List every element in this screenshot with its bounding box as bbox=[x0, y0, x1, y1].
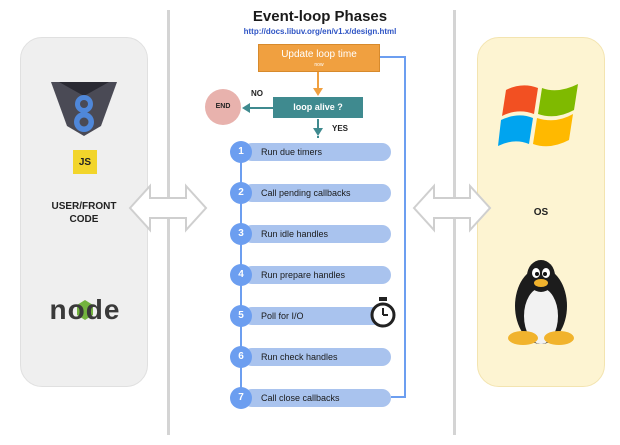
nodejs-logo-text: node bbox=[49, 294, 121, 325]
right-divider bbox=[453, 10, 456, 435]
phase-1-number: 1 bbox=[230, 141, 252, 163]
os-label: OS bbox=[533, 207, 549, 218]
no-label: NO bbox=[251, 89, 263, 98]
phase-connector bbox=[240, 160, 242, 184]
end-circle: END bbox=[205, 89, 241, 125]
phase-4-number: 4 bbox=[230, 264, 252, 286]
phase-1-bar: Run due timers bbox=[243, 143, 391, 161]
nodejs-logo-icon: node bbox=[31, 294, 139, 328]
phase-7-number: 7 bbox=[230, 387, 252, 409]
yes-label: YES bbox=[332, 124, 349, 133]
loop-alive-box: loop alive ? bbox=[273, 97, 363, 118]
stopwatch-icon bbox=[370, 297, 396, 328]
phase-2-bar: Call pending callbacks bbox=[243, 184, 391, 202]
user-code-panel: JS USER/FRONT CODE node bbox=[20, 37, 148, 387]
phase-5-bar: Poll for I/O bbox=[243, 307, 391, 325]
phase-connector bbox=[240, 201, 242, 225]
v8-logo-icon bbox=[51, 82, 117, 136]
right-double-arrow-icon bbox=[412, 183, 492, 233]
update-loop-time-box: Update loop time now bbox=[258, 44, 380, 72]
linux-penguin-icon bbox=[508, 260, 574, 345]
phase-2-number: 2 bbox=[230, 182, 252, 204]
update-loop-time-sub: now bbox=[314, 62, 324, 68]
user-code-label-line1: USER/FRONT bbox=[51, 201, 117, 212]
user-code-label-line2: CODE bbox=[69, 214, 99, 225]
phase-3-number: 3 bbox=[230, 223, 252, 245]
phase-connector bbox=[240, 324, 242, 348]
phase-6-bar: Run check handles bbox=[243, 348, 391, 366]
windows-logo-icon bbox=[498, 84, 578, 147]
javascript-badge-icon bbox=[73, 150, 97, 174]
left-divider bbox=[167, 10, 170, 435]
update-loop-time-label: Update loop time bbox=[281, 49, 357, 60]
phase-6-number: 6 bbox=[230, 346, 252, 368]
phase-5-number: 5 bbox=[230, 305, 252, 327]
phase-connector bbox=[240, 283, 242, 307]
javascript-badge-text: JS bbox=[78, 157, 92, 168]
diagram-title: Event-loop Phases bbox=[252, 8, 388, 25]
phase-4-bar: Run prepare handles bbox=[243, 266, 391, 284]
phase-3-bar: Run idle handles bbox=[243, 225, 391, 243]
left-double-arrow-icon bbox=[128, 183, 208, 233]
diagram-subtitle: http://docs.libuv.org/en/v1.x/design.htm… bbox=[243, 27, 397, 36]
phase-connector bbox=[240, 242, 242, 266]
phase-7-bar: Call close callbacks bbox=[243, 389, 391, 407]
os-panel: OS bbox=[477, 37, 605, 387]
phase-connector bbox=[240, 365, 242, 389]
